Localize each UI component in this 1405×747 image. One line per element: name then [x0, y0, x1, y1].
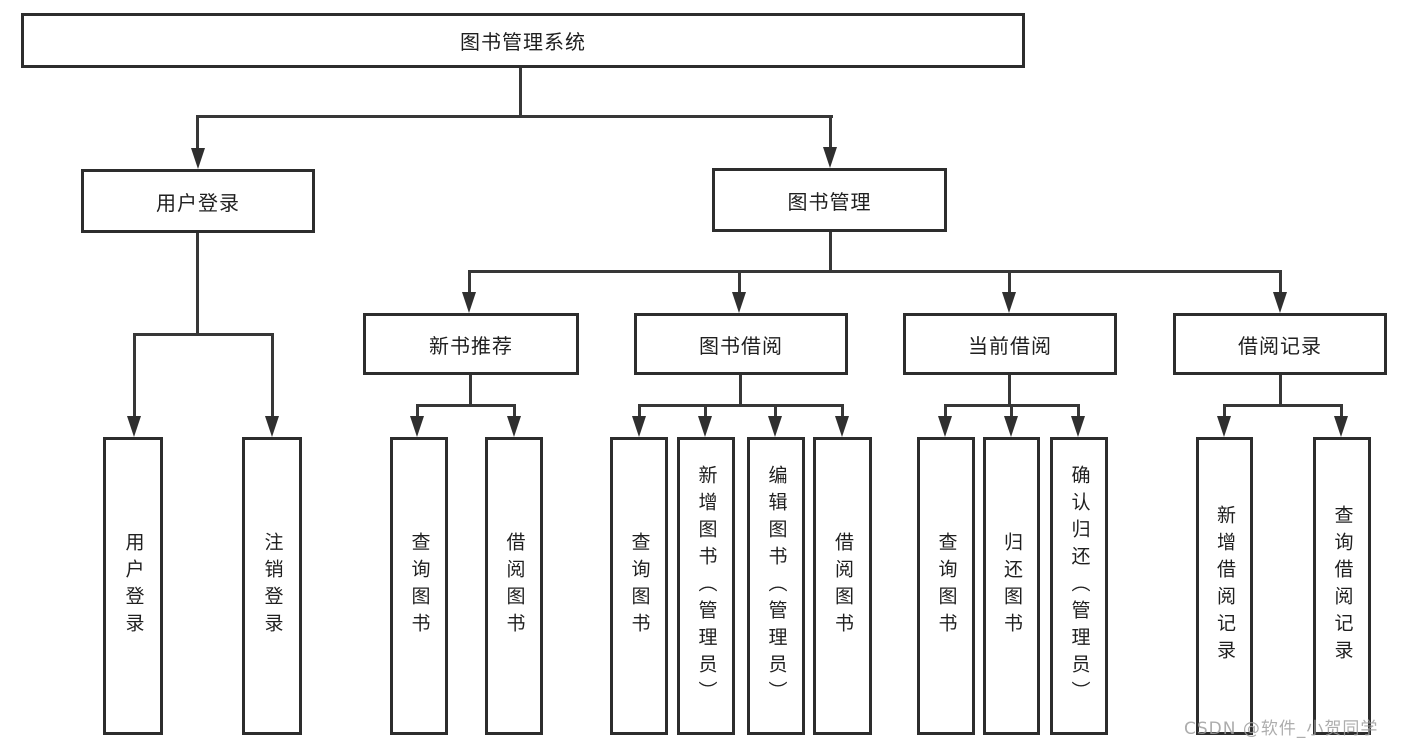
- leaf-user-login: 用户登录: [103, 437, 163, 735]
- connector-line: [196, 115, 199, 153]
- leaf-add-borrow-record: 新增借阅记录: [1196, 437, 1253, 735]
- connector-line: [829, 232, 832, 273]
- leaf-logout: 注销登录: [242, 437, 302, 735]
- leaf-add-book-admin: 新增图书（管理员）: [677, 437, 735, 735]
- leaf-query-book-1: 查询图书: [390, 437, 448, 735]
- connector-line: [519, 68, 522, 118]
- node-label: 新增图书（管理员）: [695, 464, 718, 708]
- node-label: 图书管理: [787, 189, 872, 214]
- arrow-down-icon: [507, 416, 521, 437]
- node-label: 借阅图书: [832, 532, 854, 640]
- node-label: 确认归还（管理员）: [1068, 464, 1091, 708]
- node-label: 新增借阅记录: [1214, 505, 1236, 667]
- node-label: 查询图书: [935, 532, 958, 640]
- leaf-borrow-book-2: 借阅图书: [813, 437, 872, 735]
- connector-line: [1223, 404, 1226, 418]
- connector-line: [1010, 404, 1013, 418]
- arrow-down-icon: [127, 416, 141, 437]
- connector-line: [271, 333, 274, 418]
- connector-line: [704, 404, 707, 418]
- node-label: 当前借阅: [968, 333, 1052, 358]
- connector-line: [416, 404, 516, 407]
- node-label: 查询借阅记录: [1331, 505, 1354, 667]
- connector-line: [133, 333, 136, 418]
- node-label: 借阅图书: [503, 532, 526, 640]
- connector-line: [944, 404, 947, 418]
- connector-line: [638, 404, 844, 407]
- arrow-down-icon: [1334, 416, 1348, 437]
- node-label: 用户登录: [122, 532, 145, 640]
- connector-line: [1223, 404, 1343, 407]
- node-book-borrow: 图书借阅: [634, 313, 848, 375]
- arrow-down-icon: [1071, 416, 1085, 437]
- arrow-down-icon: [938, 416, 952, 437]
- arrow-down-icon: [768, 416, 782, 437]
- leaf-query-book-3: 查询图书: [917, 437, 975, 735]
- connector-line: [513, 404, 516, 418]
- connector-line: [1279, 375, 1282, 407]
- connector-line: [774, 404, 777, 418]
- arrow-down-icon: [632, 416, 646, 437]
- arrow-down-icon: [265, 416, 279, 437]
- arrow-down-icon: [1273, 292, 1287, 313]
- node-label: 注销登录: [261, 532, 284, 640]
- node-new-book-recommend: 新书推荐: [363, 313, 579, 375]
- leaf-query-book-2: 查询图书: [610, 437, 668, 735]
- node-label: 图书管理系统: [460, 30, 586, 54]
- connector-line: [1279, 270, 1282, 294]
- leaf-confirm-return-admin: 确认归还（管理员）: [1050, 437, 1108, 735]
- leaf-return-book: 归还图书: [983, 437, 1040, 735]
- arrow-down-icon: [410, 416, 424, 437]
- node-label: 编辑图书（管理员）: [765, 464, 788, 708]
- node-book-management: 图书管理: [712, 168, 947, 232]
- leaf-borrow-book-1: 借阅图书: [485, 437, 543, 735]
- node-label: 查询图书: [408, 532, 431, 640]
- arrow-down-icon: [835, 416, 849, 437]
- arrow-down-icon: [732, 292, 746, 313]
- arrow-down-icon: [698, 416, 712, 437]
- connector-line: [638, 404, 641, 418]
- node-label: 图书借阅: [699, 333, 783, 358]
- connector-line: [468, 270, 1282, 273]
- connector-line: [196, 115, 833, 118]
- node-borrow-record: 借阅记录: [1173, 313, 1387, 375]
- arrow-down-icon: [823, 147, 837, 168]
- leaf-edit-book-admin: 编辑图书（管理员）: [747, 437, 805, 735]
- arrow-down-icon: [1217, 416, 1231, 437]
- connector-line: [468, 270, 471, 294]
- connector-line: [738, 270, 741, 294]
- arrow-down-icon: [462, 292, 476, 313]
- connector-line: [1008, 270, 1011, 294]
- arrow-down-icon: [191, 148, 205, 169]
- connector-line: [416, 404, 419, 418]
- node-current-borrow: 当前借阅: [903, 313, 1117, 375]
- node-user-login: 用户登录: [81, 169, 315, 233]
- connector-line: [739, 375, 742, 407]
- arrow-down-icon: [1002, 292, 1016, 313]
- node-label: 用户登录: [156, 190, 240, 215]
- leaf-query-borrow-record: 查询借阅记录: [1313, 437, 1371, 735]
- connector-line: [133, 333, 274, 336]
- connector-line: [841, 404, 844, 418]
- connector-line: [1008, 375, 1011, 407]
- connector-line: [829, 115, 832, 152]
- connector-line: [1340, 404, 1343, 418]
- node-label: 新书推荐: [429, 333, 513, 358]
- node-label: 归还图书: [1001, 532, 1023, 640]
- connector-line: [469, 375, 472, 407]
- node-label: 查询图书: [628, 532, 651, 640]
- connector-line: [196, 233, 199, 336]
- node-label: 借阅记录: [1238, 333, 1322, 358]
- node-root: 图书管理系统: [21, 13, 1025, 68]
- arrow-down-icon: [1004, 416, 1018, 437]
- csdn-watermark: CSDN @软件_小贺同学: [1184, 719, 1379, 739]
- connector-line: [1077, 404, 1080, 418]
